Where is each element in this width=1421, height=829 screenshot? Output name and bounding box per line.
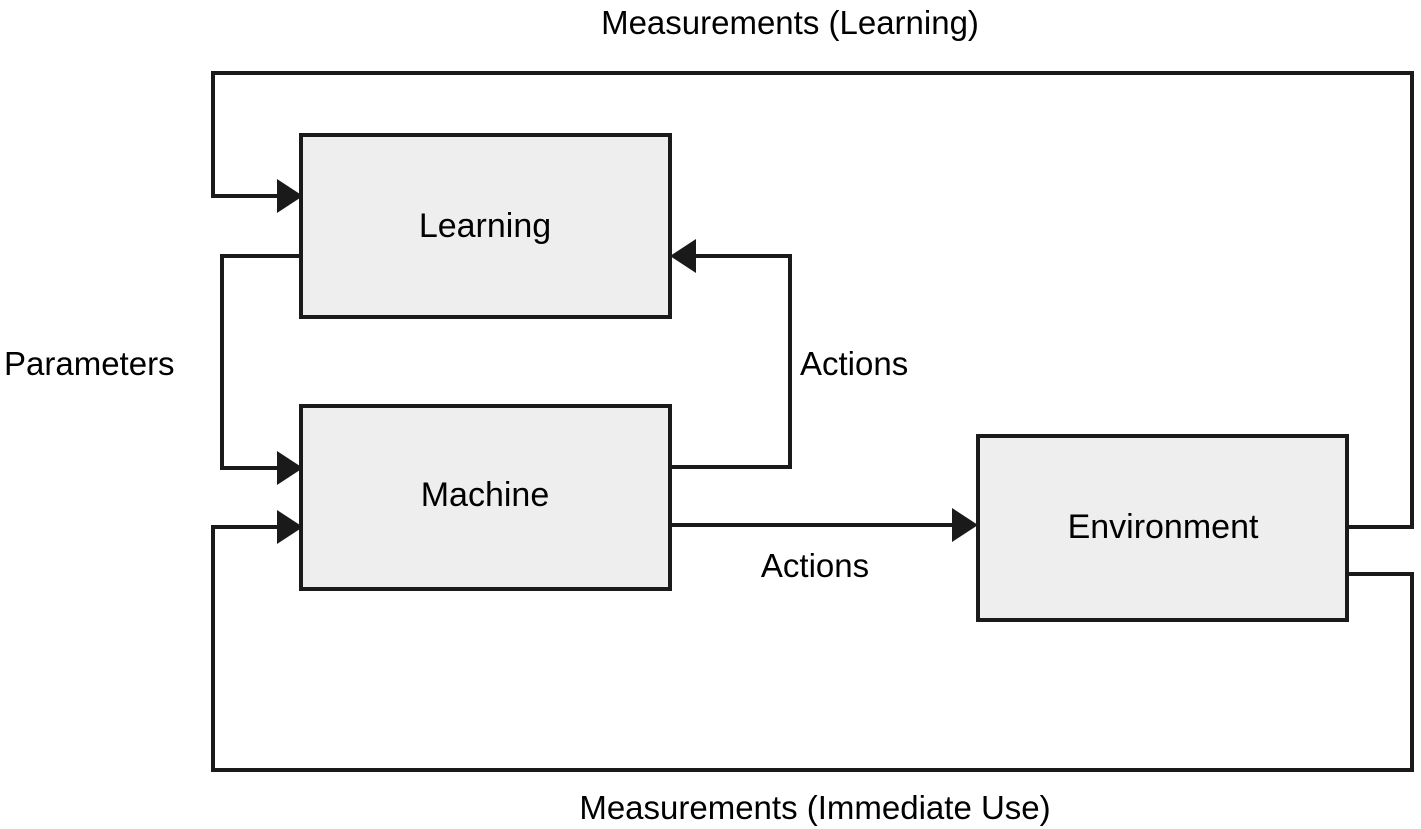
arrowhead-into-machine-parameters xyxy=(277,451,303,485)
edge-label-actions-feedback: Actions xyxy=(800,345,908,382)
arrowhead-into-learning-measurements xyxy=(277,179,303,213)
arrowhead-into-learning-actions xyxy=(670,239,696,273)
edge-label-measurements-immediate: Measurements (Immediate Use) xyxy=(579,789,1050,826)
edge-actions-feedback-line xyxy=(670,254,792,469)
arrowhead-into-environment-actions xyxy=(952,508,978,542)
arrowhead-into-machine-measurements xyxy=(277,510,303,544)
node-box-machine[interactable] xyxy=(299,404,672,591)
node-box-learning[interactable] xyxy=(299,133,672,319)
edge-measurements-learning-line xyxy=(211,71,1414,529)
node-label-learning: Learning xyxy=(419,207,551,245)
edge-measurements-immediate-line xyxy=(211,525,1414,772)
edge-parameters-line xyxy=(220,254,301,470)
node-box-environment[interactable] xyxy=(976,434,1349,622)
node-label-machine: Machine xyxy=(421,476,550,514)
node-label-environment: Environment xyxy=(1068,508,1259,546)
edge-label-actions-output: Actions xyxy=(761,547,869,584)
edge-label-parameters: Parameters xyxy=(4,345,175,382)
edge-label-measurements-learning: Measurements (Learning) xyxy=(601,4,979,41)
